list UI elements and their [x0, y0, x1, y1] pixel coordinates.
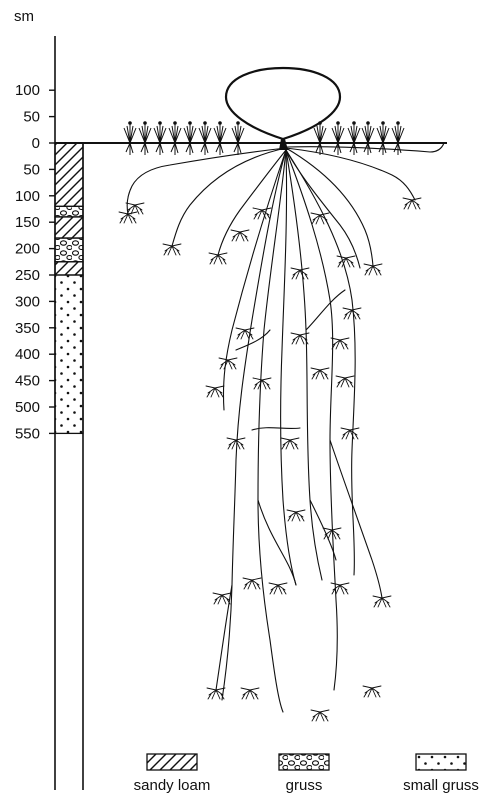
depth-tick-label: 50 — [23, 109, 40, 126]
root-tuft — [311, 368, 329, 379]
root-tuft — [236, 328, 254, 339]
root-tuft — [341, 428, 359, 439]
root-cross-link-1 — [258, 500, 296, 585]
depth-tick-label: 100 — [15, 188, 40, 205]
grass-tuft — [232, 121, 244, 155]
root-system — [127, 143, 444, 712]
root-tuft — [331, 583, 349, 594]
root-tuft — [336, 376, 354, 387]
root-tuft — [363, 686, 381, 697]
root-tuft — [206, 386, 224, 397]
root-tuft — [311, 213, 329, 224]
root-branch-left-mid — [218, 150, 286, 255]
legend-label-small-gruss: small gruss — [403, 777, 479, 794]
depth-tick-label: 250 — [15, 267, 40, 284]
soil-layer-sandy-loam — [55, 217, 83, 238]
root-tuft — [213, 593, 231, 604]
soil-layer-sandy-loam — [55, 143, 83, 206]
grass-tuft — [377, 121, 389, 155]
root-tuft — [364, 264, 382, 275]
root-tuft — [403, 198, 421, 209]
legend-label-gruss: gruss — [286, 777, 323, 794]
sinker-root-9 — [330, 440, 382, 598]
grass-tuft — [124, 121, 136, 155]
grass-tuft — [362, 121, 374, 155]
depth-axis-ticks — [49, 90, 55, 433]
root-oblique-right — [286, 148, 373, 266]
depth-tick-label: 0 — [32, 135, 40, 152]
root-tuft — [291, 268, 309, 279]
depth-tick-label: 450 — [15, 373, 40, 390]
root-tuft — [163, 244, 181, 255]
root-tuft — [243, 578, 261, 589]
grass-tuft — [169, 121, 181, 155]
legend-swatch-sandy-loam — [147, 754, 197, 770]
legend-swatch-small-gruss — [416, 754, 466, 770]
sinker-root-5 — [286, 150, 337, 690]
root-tuft — [209, 253, 227, 264]
root-tuft — [343, 308, 361, 319]
root-tuft — [241, 688, 259, 699]
depth-tick-label: 400 — [15, 346, 40, 363]
root-shallow-right — [286, 148, 415, 200]
grass-tuft — [214, 121, 226, 155]
root-oblique-left — [172, 148, 286, 246]
legend-label-sandy-loam: sandy loam — [134, 777, 211, 794]
soil-layer-sandy-loam — [55, 262, 83, 275]
soil-layer-small-gruss — [55, 275, 83, 433]
soil-layer-gruss — [55, 238, 83, 262]
legend: sandy loam gruss small gruss — [134, 754, 479, 794]
soil-profile-column — [55, 143, 83, 433]
root-cross-link-4 — [306, 290, 345, 330]
sinker-root-6 — [286, 150, 355, 575]
surface-grass-tufts — [124, 121, 404, 155]
sinker-root-2 — [258, 150, 286, 712]
root-tuft — [119, 212, 137, 223]
grass-tuft — [348, 121, 360, 155]
root-tuft — [337, 256, 355, 267]
grass-tuft — [154, 121, 166, 155]
root-tuft — [253, 208, 271, 219]
depth-tick-label: 300 — [15, 293, 40, 310]
grass-tuft — [139, 121, 151, 155]
soil-layer-gruss — [55, 206, 83, 217]
depth-tick-label: 550 — [15, 425, 40, 442]
depth-tick-label: 50 — [23, 161, 40, 178]
legend-swatch-gruss — [279, 754, 329, 770]
depth-tick-label: 150 — [15, 214, 40, 231]
grass-tuft — [199, 121, 211, 155]
root-tuft — [253, 378, 271, 389]
root-tuft — [373, 596, 391, 607]
root-tuft — [219, 358, 237, 369]
root-tuft — [231, 230, 249, 241]
root-tuft — [287, 510, 305, 521]
root-tuft — [281, 438, 299, 449]
root-tuft — [331, 338, 349, 349]
root-tuft — [311, 710, 329, 721]
grass-tuft — [184, 121, 196, 155]
depth-tick-label: 350 — [15, 320, 40, 337]
grass-tuft — [332, 121, 344, 155]
depth-tick-label: 100 — [15, 82, 40, 99]
root-tuft — [269, 583, 287, 594]
depth-tick-label: 500 — [15, 399, 40, 416]
depth-unit-label: sm — [14, 8, 34, 25]
root-tuft — [227, 438, 245, 449]
depth-tick-label: 200 — [15, 241, 40, 258]
